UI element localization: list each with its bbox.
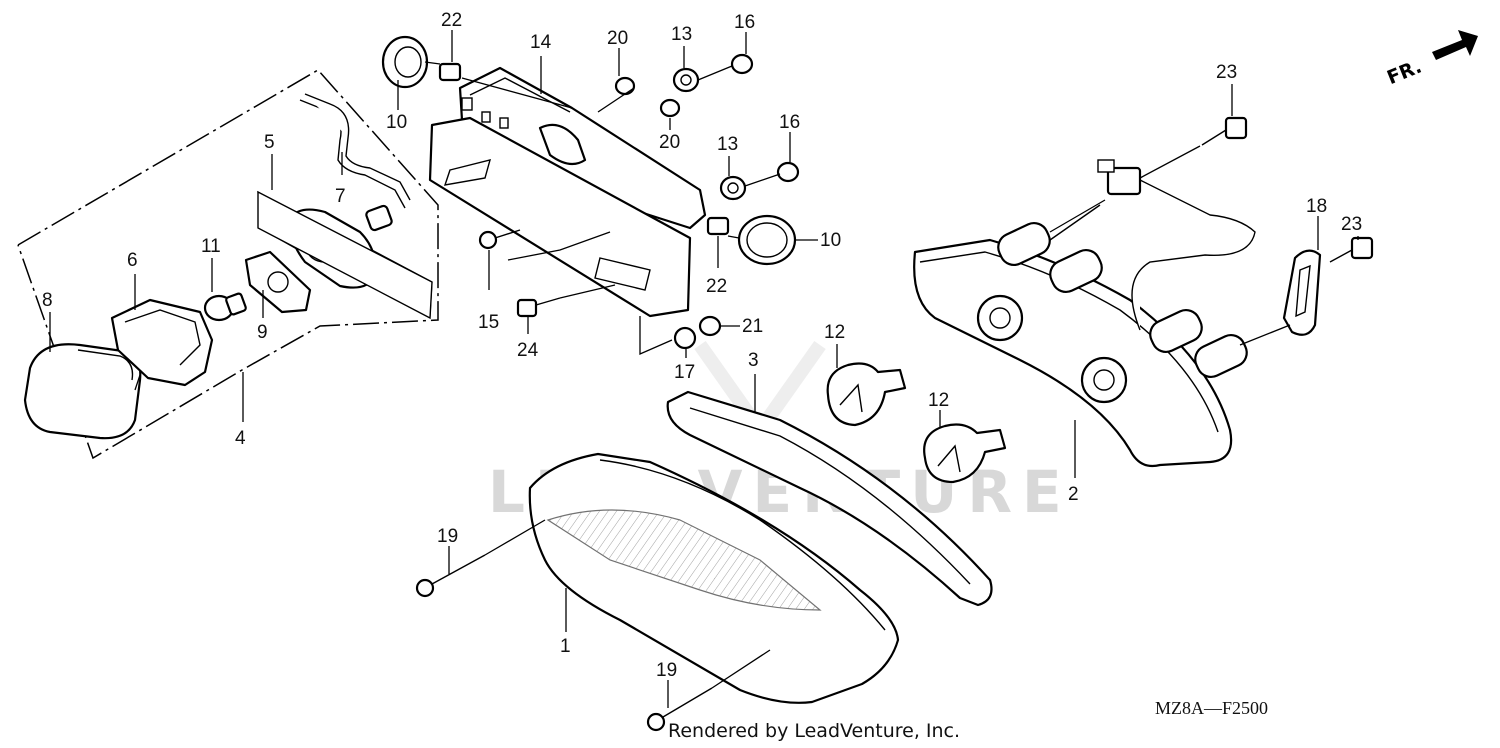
callout-16-lower: 16: [779, 112, 800, 133]
part-19-screw-lower: [646, 649, 771, 732]
callout-20-lower: 20: [659, 132, 680, 153]
callout-5: 5: [264, 132, 275, 153]
part-13-collar-upper: [672, 67, 700, 93]
part-24-bolt: [516, 297, 561, 318]
callout-7: 7: [335, 186, 346, 207]
front-arrow-icon: [1432, 30, 1478, 60]
front-marker-label: FR.: [1384, 56, 1425, 90]
part-7-wiring: [299, 93, 411, 232]
callout-13-upper: 13: [671, 24, 692, 45]
callout-6: 6: [127, 250, 138, 271]
part-21-nut: [698, 315, 722, 337]
credit-text: Rendered by LeadVenture, Inc.: [668, 720, 960, 742]
callout-10-right: 10: [820, 230, 841, 251]
callout-21: 21: [742, 316, 763, 337]
callout-9: 9: [257, 322, 268, 343]
callout-22-upper: 22: [441, 10, 462, 31]
callout-22-lower: 22: [706, 276, 727, 297]
part-3-gasket: [666, 390, 993, 607]
part-5-reflector: [257, 190, 433, 320]
callout-1: 1: [560, 636, 571, 657]
callout-14: 14: [530, 32, 552, 53]
part-8-lens: [23, 343, 142, 440]
part-12-bulb-lower: [923, 423, 1007, 484]
part-10-reflector-right: [727, 214, 797, 266]
part-9-socket: [244, 250, 312, 314]
callout-11: 11: [201, 236, 221, 257]
part-11-bulb: [203, 292, 247, 322]
callout-8: 8: [42, 290, 53, 311]
part-18-stay: [1282, 249, 1322, 336]
callout-15: 15: [478, 312, 499, 333]
diagram-code: MZ8A—F2500: [1155, 698, 1268, 718]
part-13-collar-lower: [719, 175, 747, 201]
callout-13-lower: 13: [717, 134, 738, 155]
callout-19-upper: 19: [437, 526, 458, 547]
callout-3: 3: [748, 350, 759, 371]
callout-23-lower: 23: [1341, 214, 1362, 235]
part-2-light-base: [913, 159, 1256, 468]
part-6-housing: [110, 298, 214, 391]
part-22-nut-lower: [706, 216, 730, 236]
part-23-bolt-upper: [1139, 116, 1248, 179]
assembly-frame-4: [17, 69, 439, 460]
part-15-screw: [478, 229, 521, 250]
callout-19-lower: 19: [656, 660, 677, 681]
part-19-screw-upper: [415, 519, 546, 598]
callout-2: 2: [1068, 484, 1079, 505]
part-14-license-bracket: [428, 66, 707, 318]
callout-12-lower: 12: [928, 390, 949, 411]
callout-4: 4: [235, 428, 246, 449]
callout-18: 18: [1306, 196, 1327, 217]
part-20-grommet-upper: [614, 76, 636, 96]
part-23-bolt-lower: [1329, 236, 1374, 263]
callout-23-upper: 23: [1216, 62, 1237, 83]
part-20-grommet-lower: [659, 98, 681, 118]
callout-20-upper: 20: [607, 28, 628, 49]
part-10-reflector-upper: [381, 35, 441, 89]
part-22-nut-upper: [438, 62, 462, 82]
part-16-nut-upper: [730, 53, 754, 75]
callout-17: 17: [674, 362, 695, 383]
part-1-lens: [528, 452, 900, 704]
part-16-nut-lower: [776, 161, 800, 183]
callout-10-upper: 10: [386, 112, 407, 133]
part-12-bulb-upper: [826, 362, 907, 427]
callout-12-upper: 12: [824, 322, 845, 343]
callout-16-upper: 16: [734, 12, 755, 33]
part-17-collar: [673, 326, 697, 350]
callout-24: 24: [517, 340, 539, 361]
callouts: 1 2 3 4 5 6 7 8 9 10 10 11 12 12 13 13 1: [42, 10, 1362, 708]
